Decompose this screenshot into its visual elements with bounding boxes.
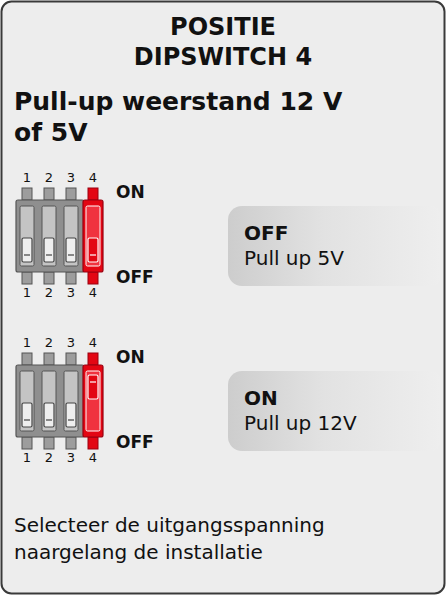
dip-switches: [16, 188, 103, 449]
knob-ridge: [68, 419, 74, 420]
knob-ridge: [90, 381, 96, 382]
switch-slot: [86, 371, 100, 431]
switch-knob: [22, 403, 32, 427]
knob-ridge: [68, 254, 74, 255]
switch-number: 4: [89, 451, 97, 466]
caption: Selecteer de uitgangsspanning naargelang…: [14, 512, 434, 566]
switch-slot: [20, 371, 34, 431]
switch-number: 1: [23, 171, 31, 186]
switch-number: 4: [89, 171, 97, 186]
switch-number: 4: [89, 336, 97, 351]
state-description: Pull up 12V: [244, 411, 424, 436]
switch-pin: [22, 437, 32, 449]
switch-number: 4: [89, 286, 97, 301]
switch-knob: [88, 375, 98, 399]
switch-pin: [22, 188, 32, 200]
dip-switch: [16, 188, 103, 284]
switch-pin: [22, 272, 32, 284]
switch-pin: [88, 272, 98, 284]
switch-pin: [88, 437, 98, 449]
off-label: OFF: [116, 268, 154, 288]
switch-pin: [66, 272, 76, 284]
switch-slot: [64, 371, 78, 431]
switch-number: 2: [45, 286, 53, 301]
switch-knob: [44, 403, 54, 427]
switch-body: [16, 200, 84, 272]
switch-number: 3: [67, 451, 75, 466]
switch-number: 3: [67, 336, 75, 351]
knob-ridge: [24, 419, 30, 420]
switch-slot: [42, 206, 56, 266]
knob-ridge: [24, 254, 30, 255]
switch-pin: [44, 272, 54, 284]
switch-pin: [22, 353, 32, 365]
switch-number: 1: [23, 451, 31, 466]
switch-pin: [88, 188, 98, 200]
switch-number: 2: [45, 451, 53, 466]
switch-knob: [88, 238, 98, 262]
switch-pin: [44, 353, 54, 365]
subtitle: Pull-up weerstand 12 V of 5V: [14, 86, 359, 149]
switch-knob: [66, 238, 76, 262]
switch-body: [16, 365, 84, 437]
switch-slot: [86, 206, 100, 266]
switch-number: 3: [67, 171, 75, 186]
switch-number: 2: [45, 171, 53, 186]
switch-knob: [22, 238, 32, 262]
title: POSITIE DIPSWITCH 4: [108, 12, 338, 72]
state-label: OFF: [244, 221, 424, 246]
knob-ridge: [46, 254, 52, 255]
switch-pin: [44, 188, 54, 200]
switch-pin: [66, 437, 76, 449]
state-label: ON: [244, 386, 424, 411]
callout-box: OFFPull up 5V: [228, 206, 440, 286]
switch-slot: [20, 206, 34, 266]
on-label: ON: [116, 348, 145, 368]
switch-knob: [44, 238, 54, 262]
knob-ridge: [90, 254, 96, 255]
switch-4-body: [83, 200, 103, 272]
knob-ridge: [46, 419, 52, 420]
switch-slot: [42, 371, 56, 431]
dip-switch: [16, 353, 103, 449]
switch-number: 1: [23, 286, 31, 301]
switch-number: 1: [23, 336, 31, 351]
switch-slot: [64, 206, 78, 266]
on-label: ON: [116, 183, 145, 203]
off-label: OFF: [116, 433, 154, 453]
state-description: Pull up 5V: [244, 246, 424, 271]
switch-4-body: [83, 365, 103, 437]
switch-pin: [44, 437, 54, 449]
switch-pin: [66, 188, 76, 200]
switch-pin: [66, 353, 76, 365]
switch-number: 3: [67, 286, 75, 301]
switch-number: 2: [45, 336, 53, 351]
callout-box: ONPull up 12V: [228, 371, 440, 451]
switch-knob: [66, 403, 76, 427]
switch-pin: [88, 353, 98, 365]
